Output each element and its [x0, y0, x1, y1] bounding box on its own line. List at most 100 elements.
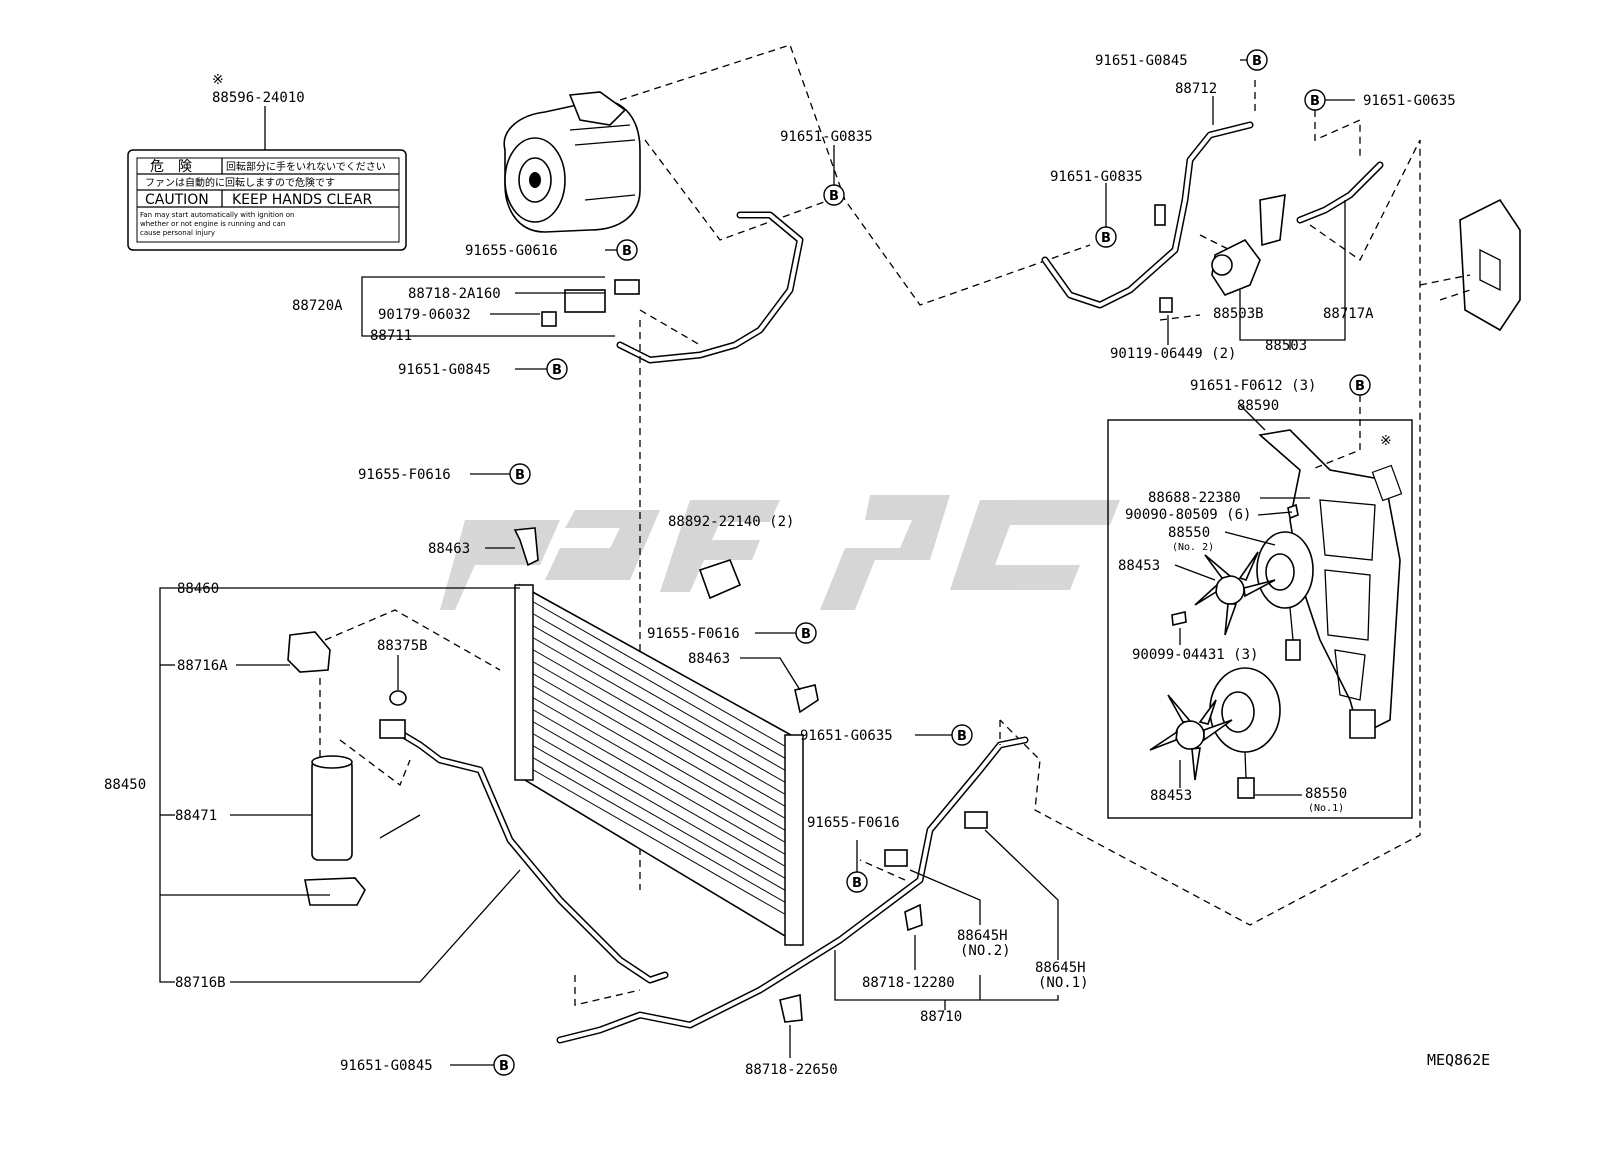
svg-text:B: B [1101, 231, 1111, 246]
callout-mark-fan: ※ [1380, 433, 1392, 449]
label-part-no: 88596-24010 [212, 90, 305, 106]
svg-text:B: B [622, 244, 632, 259]
callout-91655-f0616-c: 91655-F0616 [807, 815, 900, 831]
callout-88453-b: 88453 [1150, 788, 1192, 804]
svg-text:B: B [829, 189, 839, 204]
callout-91651-f0612: 91651-F0612 (3) [1190, 378, 1316, 394]
callout-88892-22140: 88892-22140 (2) [668, 514, 794, 530]
label-mark: ※ [212, 72, 224, 88]
callout-88716a: 88716A [177, 658, 228, 674]
callout-91651-g0845-b: 91651-G0845 [1095, 53, 1188, 69]
svg-text:B: B [801, 627, 811, 642]
callout-91651-g0635-a: 91651-G0635 [1363, 93, 1456, 109]
bracket-88463-illustration [513, 527, 539, 567]
svg-text:KEEP HANDS CLEAR: KEEP HANDS CLEAR [232, 192, 372, 208]
watermark-logo [440, 495, 1120, 610]
callout-88711: 88711 [370, 328, 412, 344]
callout-90099-04431: 90099-04431 (3) [1132, 647, 1258, 663]
callout-88503: 88503 [1265, 338, 1307, 354]
svg-text:B: B [515, 468, 525, 483]
fan-blade-upper-illustration [1194, 551, 1276, 636]
callout-88720a: 88720A [292, 298, 343, 314]
callout-90179-06032: 90179-06032 [378, 307, 471, 323]
b-badge-3: B [546, 358, 568, 380]
svg-text:回転部分に手をいれないでください: 回転部分に手をいれないでください [226, 160, 386, 173]
svg-text:B: B [852, 876, 862, 891]
bolt-illustration [1171, 611, 1187, 626]
callout-88712: 88712 [1175, 81, 1217, 97]
callout-labels: 91651-G0835 91655-G0616 88718-2A160 8872… [104, 53, 1490, 1078]
b-badge-11: B [846, 871, 868, 893]
callout-88645h-no2-sub: (NO.2) [960, 943, 1011, 959]
svg-text:CAUTION: CAUTION [145, 192, 209, 208]
liquid-tube-illustration [379, 690, 669, 984]
svg-text:B: B [552, 363, 562, 378]
callout-88716b: 88716B [175, 975, 226, 991]
callout-88718-12280: 88718-12280 [862, 975, 955, 991]
callout-88645h-no1: 88645H [1035, 960, 1086, 976]
b-badge-8: B [509, 463, 531, 485]
callout-88550-no2: 88550 [1168, 525, 1210, 541]
lower-pipe-88710-illustration [556, 720, 1029, 1044]
b-badge-4: B [1246, 49, 1268, 71]
svg-text:cause personal injury: cause personal injury [140, 229, 215, 237]
callout-90119-06449: 90119-06449 (2) [1110, 346, 1236, 362]
callout-91655-g0616: 91655-G0616 [465, 243, 558, 259]
b-badge-10: B [951, 724, 973, 746]
side-bracket-illustration [1419, 198, 1521, 332]
bolt-small-illustration [1287, 503, 1299, 520]
b-badge-6: B [1095, 226, 1117, 248]
callout-88550-no1: 88550 [1305, 786, 1347, 802]
svg-text:B: B [1252, 54, 1262, 69]
b-badge-7: B [1349, 374, 1371, 396]
callout-91651-g0835-b: 91651-G0835 [1050, 169, 1143, 185]
callout-88463-b: 88463 [688, 651, 730, 667]
bolt-badges: B B B B B B B B B B B B [493, 49, 1371, 1076]
receiver-drier-illustration [287, 609, 501, 906]
callout-91651-g0845-c: 91651-G0845 [340, 1058, 433, 1074]
callout-91655-f0616-a: 91655-F0616 [358, 467, 451, 483]
callout-88645h-no1-sub: (NO.1) [1038, 975, 1089, 991]
callout-88590: 88590 [1237, 398, 1279, 414]
leader-lines [159, 59, 1355, 1066]
callout-88710: 88710 [920, 1009, 962, 1025]
b-badge-12: B [493, 1054, 515, 1076]
svg-text:B: B [957, 729, 967, 744]
fan-shroud-box [1107, 395, 1413, 819]
svg-text:Fan may start automatically wi: Fan may start automatically with ignitio… [140, 211, 295, 219]
callout-91655-f0616-b: 91655-F0616 [647, 626, 740, 642]
magnetic-valve-illustration [999, 110, 1421, 926]
svg-text:B: B [499, 1059, 509, 1074]
fan-blade-lower-illustration [1149, 694, 1233, 781]
svg-text:危 険: 危 険 [150, 159, 192, 175]
callout-91651-g0835-a: 91651-G0835 [780, 129, 873, 145]
b-badge-9: B [795, 622, 817, 644]
callout-88550-no1-sub: (No.1) [1308, 803, 1344, 814]
callout-88375b: 88375B [377, 638, 428, 654]
compressor-illustration [503, 91, 641, 233]
b-badge-2: B [616, 239, 638, 261]
cushion-88892-illustration [698, 559, 742, 600]
diagram-code: MEQ862E [1427, 1051, 1490, 1069]
fan-motor-no1-illustration [1209, 667, 1281, 799]
callout-88718-2a160: 88718-2A160 [408, 286, 501, 302]
callout-88503b: 88503B [1213, 306, 1264, 322]
callout-88471: 88471 [175, 808, 217, 824]
callout-88463-a: 88463 [428, 541, 470, 557]
svg-text:B: B [1355, 379, 1365, 394]
svg-text:ファンは自動的に回転しますので危険です: ファンは自動的に回転しますので危険です [145, 176, 335, 189]
fan-motor-no2-illustration [1256, 531, 1314, 661]
callout-88450: 88450 [104, 777, 146, 793]
b-badge-1: B [823, 184, 845, 206]
upper-pipes [541, 44, 1256, 890]
callout-91651-g0635-b: 91651-G0635 [800, 728, 893, 744]
b-badge-5: B [1304, 89, 1326, 111]
callout-88550-no2-sub: (No. 2) [1172, 542, 1214, 553]
callout-90090-80509: 90090-80509 (6) [1125, 507, 1251, 523]
bracket-88463b-illustration [794, 684, 819, 714]
svg-text:whether or not engine is runni: whether or not engine is running and can [140, 220, 285, 228]
callout-88717a: 88717A [1323, 306, 1374, 322]
svg-text:B: B [1310, 94, 1320, 109]
warning-label: ※ 88596-24010 危 険 回転部分に手をいれないでください ファンは自… [127, 72, 407, 251]
